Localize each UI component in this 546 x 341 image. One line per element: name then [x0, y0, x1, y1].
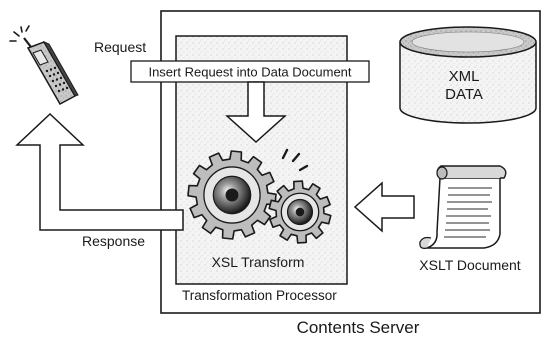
insert-request-label: Insert Request into Data Document — [148, 65, 351, 80]
document-scroll-icon — [419, 165, 507, 250]
request-label: Request — [94, 39, 146, 55]
xml-data-label-line2: DATA — [445, 86, 483, 103]
gear-small — [268, 180, 332, 244]
xml-data-label-line1: XML — [449, 68, 480, 85]
gear-large — [187, 150, 277, 240]
response-label: Response — [82, 233, 145, 249]
spark-marks — [281, 148, 309, 172]
insert-down-arrow — [225, 81, 287, 144]
xslt-input-arrow — [353, 181, 415, 233]
mobile-phone-icon — [9, 25, 79, 106]
transformation-processor-label: Transformation Processor — [182, 288, 337, 303]
gears-icon — [187, 150, 332, 244]
response-arrow — [15, 112, 184, 231]
xsl-transform-label: XSL Transform — [212, 254, 305, 270]
xslt-document-label: XSLT Document — [419, 257, 521, 273]
contents-server-label: Contents Server — [297, 318, 420, 337]
database-cylinder-icon — [399, 26, 537, 124]
